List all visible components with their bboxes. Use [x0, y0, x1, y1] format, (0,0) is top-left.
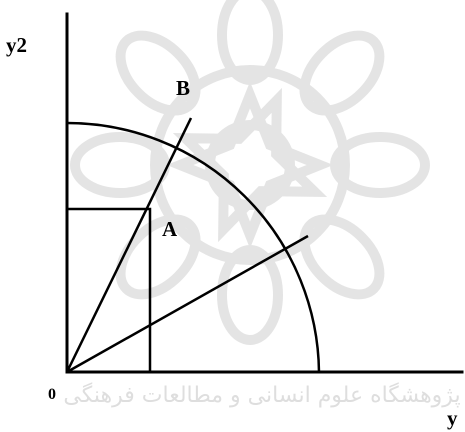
origin-label: 0 — [48, 386, 56, 403]
line-origin-to-b — [65, 117, 193, 373]
point-a-rectangle — [67, 207, 152, 372]
y-axis-label: y — [447, 406, 458, 430]
point-b-label: B — [176, 76, 190, 100]
watermark-rosette-icon — [70, 0, 430, 345]
radius-line — [66, 234, 309, 374]
watermark-text: پژوهشگاه علوم انسانی و مطالعات فرهنگی — [63, 382, 460, 408]
quarter-circle-arc — [66, 121, 321, 373]
y2-axis-label: y2 — [6, 33, 27, 57]
point-a-label: A — [162, 217, 178, 241]
